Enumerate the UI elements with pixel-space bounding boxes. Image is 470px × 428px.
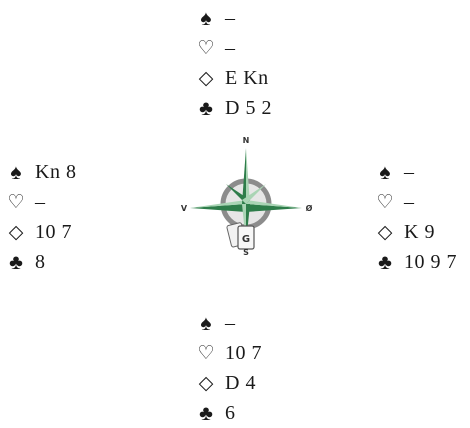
heart-icon: ♡: [374, 191, 396, 214]
east-diamonds-cards: K 9: [404, 221, 435, 244]
heart-icon: ♡: [195, 342, 217, 365]
east-hearts-row: ♡ –: [374, 187, 457, 217]
compass-rose: G N V Ø S: [178, 132, 314, 256]
hand-north: ♠ – ♡ – ◇ E Kn ♣ D 5 2: [195, 3, 272, 123]
hand-east: ♠ – ♡ – ◇ K 9 ♣ 10 9 7: [374, 157, 457, 277]
north-diamonds-row: ◇ E Kn: [195, 63, 272, 93]
west-clubs-cards: 8: [35, 251, 46, 274]
east-diamonds-row: ◇ K 9: [374, 217, 457, 247]
east-spades-cards: –: [404, 161, 415, 184]
hand-west: ♠ Kn 8 ♡ – ◇ 10 7 ♣ 8: [5, 157, 76, 277]
west-clubs-row: ♣ 8: [5, 247, 76, 277]
hand-south: ♠ – ♡ 10 7 ◇ D 4 ♣ 6: [195, 308, 262, 428]
north-hearts-cards: –: [225, 37, 236, 60]
diamond-icon: ◇: [195, 372, 217, 395]
dealer-card-label: G: [242, 234, 250, 245]
south-diamonds-row: ◇ D 4: [195, 368, 262, 398]
west-spades-cards: Kn 8: [35, 161, 76, 184]
north-clubs-row: ♣ D 5 2: [195, 93, 272, 123]
south-clubs-cards: 6: [225, 402, 236, 425]
compass-south-label: S: [243, 248, 249, 256]
south-hearts-row: ♡ 10 7: [195, 338, 262, 368]
north-spades-cards: –: [225, 7, 236, 30]
south-hearts-cards: 10 7: [225, 342, 262, 365]
south-clubs-row: ♣ 6: [195, 398, 262, 428]
spade-icon: ♠: [374, 160, 396, 185]
diamond-icon: ◇: [5, 221, 27, 244]
west-diamonds-row: ◇ 10 7: [5, 217, 76, 247]
east-clubs-row: ♣ 10 9 7: [374, 247, 457, 277]
west-spades-row: ♠ Kn 8: [5, 157, 76, 187]
east-spades-row: ♠ –: [374, 157, 457, 187]
north-diamonds-cards: E Kn: [225, 67, 269, 90]
spade-icon: ♠: [195, 6, 217, 31]
west-diamonds-cards: 10 7: [35, 221, 72, 244]
compass-north-label: N: [243, 136, 250, 145]
west-hearts-cards: –: [35, 191, 46, 214]
spade-icon: ♠: [5, 160, 27, 185]
compass-west-label: V: [181, 204, 188, 213]
diamond-icon: ◇: [195, 67, 217, 90]
south-diamonds-cards: D 4: [225, 372, 256, 395]
club-icon: ♣: [195, 96, 217, 121]
east-hearts-cards: –: [404, 191, 415, 214]
north-clubs-cards: D 5 2: [225, 97, 272, 120]
south-spades-row: ♠ –: [195, 308, 262, 338]
heart-icon: ♡: [195, 37, 217, 60]
south-spades-cards: –: [225, 312, 236, 335]
east-clubs-cards: 10 9 7: [404, 251, 457, 274]
west-hearts-row: ♡ –: [5, 187, 76, 217]
compass-east-label: Ø: [306, 203, 313, 213]
spade-icon: ♠: [195, 311, 217, 336]
north-hearts-row: ♡ –: [195, 33, 272, 63]
diamond-icon: ◇: [374, 221, 396, 244]
club-icon: ♣: [374, 250, 396, 275]
north-spades-row: ♠ –: [195, 3, 272, 33]
club-icon: ♣: [195, 401, 217, 426]
club-icon: ♣: [5, 250, 27, 275]
heart-icon: ♡: [5, 191, 27, 214]
